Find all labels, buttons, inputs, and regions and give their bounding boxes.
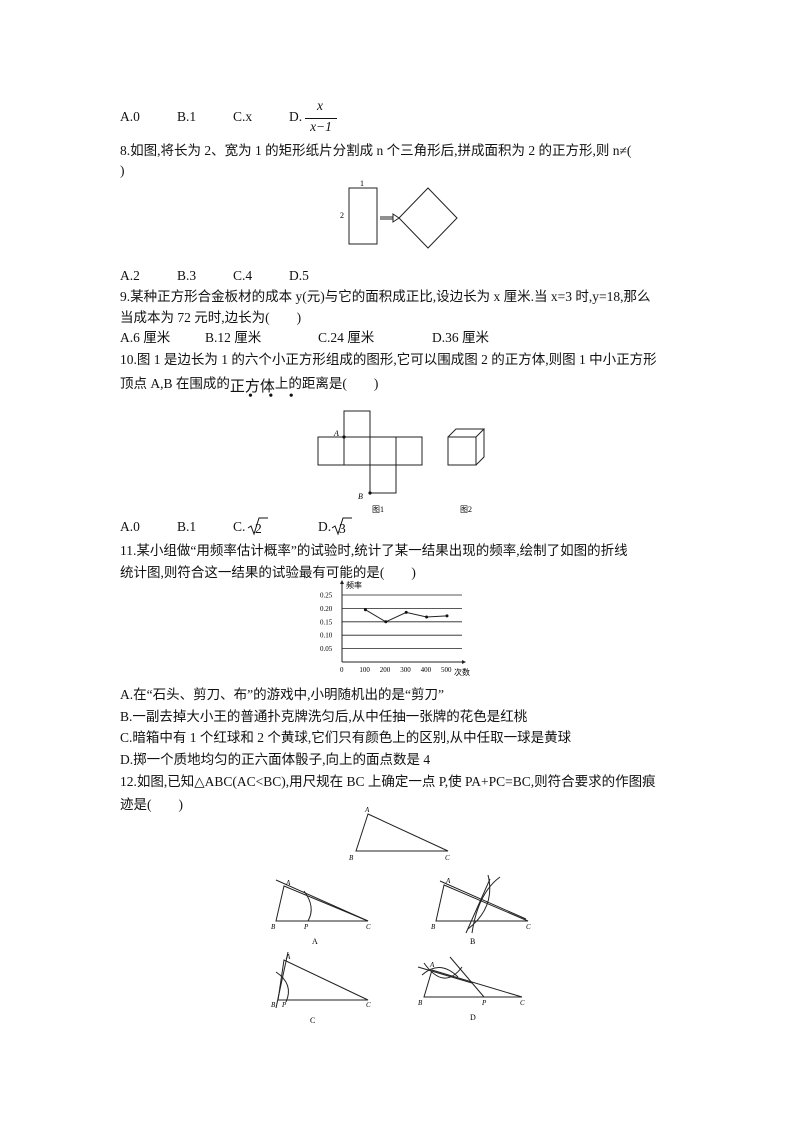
q8-text-line2: ) [120,163,125,178]
q8-option-d: D.5 [289,268,309,283]
chart-x-arrow [462,660,466,664]
q11-option-d: D.掷一个质地均匀的正六面体骰子,向上的面点数是 4 [120,752,431,767]
q8-figure: 1 2 [340,179,458,249]
chart-x-tick-label: 100 [359,666,370,674]
q8-option-b: B.3 [177,268,197,283]
chart-x-tick-label: 400 [421,666,432,674]
q12-caption-d: D [470,1013,476,1022]
q10-sqrt-value-c: 2 [255,521,262,536]
chart-ylabel: 频率 [346,580,362,590]
q12d-label-p: P [481,999,487,1007]
q12-figure-d: A B P C D [417,956,525,1022]
q8-height-label: 2 [340,211,344,220]
chart-y-tick-label: 0.05 [320,645,333,653]
q11-line-chart: 频率 次数 0.05 0.10 0.15 0.20 0.25 0 100 200 300 400 5… [320,580,470,677]
chart-data-point [425,615,429,619]
chart-x-tick-label: 200 [380,666,391,674]
q11-option-b: B.一副去掉大小王的普通扑克牌洗匀后,从中任抽一张牌的花色是红桃 [120,709,528,724]
q12-main-label-b: B [349,854,354,862]
q12a-label-a: A [285,879,291,887]
q12-figure-b: A B C B [431,874,531,946]
q11-option-a: A.在“石头、剪刀、布”的游戏中,小明随机出的是“剪刀” [120,687,444,702]
q12-caption-a: A [312,937,318,946]
q11-option-c: C.暗箱中有 1 个红球和 2 个黄球,它们只有颜色上的区别,从中任取一球是黄球 [120,730,572,745]
q10-figure: A B 图1 图2 [317,410,486,514]
q12-caption-c: C [310,1016,315,1025]
chart-data-point [445,614,449,618]
q12-main-label-c: C [445,854,450,862]
chart-data-point [384,620,388,624]
q7-option-a: A.0 [120,109,140,124]
q9-text-line2: 当成本为 72 元时,边长为( ) [120,310,302,325]
q7-option-c: C.x [233,109,253,124]
q9-text-line1: 9.某种正方形合金板材的成本 y(元)与它的面积成正比,设边长为 x 厘米.当 … [120,289,651,304]
q10-text-line2-end: 上的距离是( ) [274,376,379,391]
q10-sqrt-value-d: 3 [339,521,346,536]
q12b-label-a: A [445,877,451,885]
q12a-label-c: C [366,923,371,931]
q12-text-line1: 12.如图,已知△ABC(AC<BC),用尺规在 BC 上确定一点 P,使 PA… [120,774,656,789]
q11-text-line1: 11.某小组做“用频率估计概率”的试验时,统计了某一结果出现的频率,绘制了如图的… [120,543,628,558]
q10-caption-fig1: 图1 [372,505,384,514]
q11-text-line2: 统计图,则符合这一结果的试验最有可能的是( ) [120,565,416,580]
q10-label-a: A [333,429,339,438]
chart-x-tick-label: 500 [441,666,452,674]
chart-x-tick-label: 0 [340,666,344,674]
q10-option-d: D. [318,519,332,534]
chart-y-arrow [340,580,344,584]
q10-option-a: A.0 [120,519,140,534]
q10-text-line1: 10.图 1 是边长为 1 的六个小正方形组成的图形,它可以围成图 2 的正方体… [120,352,657,367]
q9-option-b: B.12 厘米 [205,330,262,345]
q10-option-b: B.1 [177,519,197,534]
q12-main-label-a: A [364,806,370,814]
q12b-label-b: B [431,923,436,931]
q10-text-line2-start: 顶点 A,B 在围成的 [120,376,230,391]
q9-option-d: D.36 厘米 [432,330,489,345]
q10-sqrt-sign-c [247,517,268,536]
q10-emphasized-word: 正方体 [229,379,275,395]
q12c-label-b: B [271,1001,276,1009]
q12a-label-b: B [271,923,276,931]
q12d-label-c: C [520,999,525,1007]
q12-main-triangle: A B C [349,806,450,862]
q8-text-line1: 8.如图,将长为 2、宽为 1 的矩形纸片分割成 n 个三角形后,拼成面积为 2… [120,143,632,158]
q12c-label-a: A [285,953,291,961]
q7-fraction-denominator: x−1 [310,119,332,134]
q10-option-c: C. [233,519,246,534]
q12b-label-c: C [526,923,531,931]
q12c-label-p: P [281,1001,287,1009]
chart-x-tick-label: 300 [400,666,411,674]
q12-figure-c: A B P C C [271,951,371,1025]
chart-y-tick-label: 0.25 [320,592,333,600]
q10-text-line2: 顶点 A,B 在围成的正方体上的距离是( ) [120,374,379,395]
chart-data-point [404,610,408,614]
q8-width-label: 1 [360,179,364,188]
chart-y-tick-label: 0.15 [320,618,333,626]
q12a-label-p: P [303,923,309,931]
q7-fraction-bar [305,118,337,119]
q12d-label-a: A [429,961,435,969]
q9-option-c: C.24 厘米 [318,330,375,345]
q10-label-b: B [358,492,363,501]
chart-data-point [363,608,367,612]
q12-text-line2: 迹是( ) [120,797,183,812]
q10-cube [447,428,486,466]
q7-option-b: B.1 [177,109,197,124]
q10-sqrt-sign-d [331,517,352,536]
q12d-label-b: B [418,999,423,1007]
q10-emphasis-dots: • • • [248,389,300,404]
q7-option-d: D. [289,109,303,124]
q7-fraction-numerator: x [317,98,323,113]
chart-y-tick-label: 0.10 [320,632,333,640]
q12-figure-a: A B P C A [271,879,371,946]
chart-xlabel: 次数 [454,667,470,677]
q10-caption-fig2: 图2 [460,505,472,514]
q8-option-c: C.4 [233,268,253,283]
q12-caption-b: B [470,937,475,946]
q8-option-a: A.2 [120,268,140,283]
q9-option-a: A.6 厘米 [120,330,171,345]
q12c-label-c: C [366,1001,371,1009]
chart-y-tick-label: 0.20 [320,605,333,613]
